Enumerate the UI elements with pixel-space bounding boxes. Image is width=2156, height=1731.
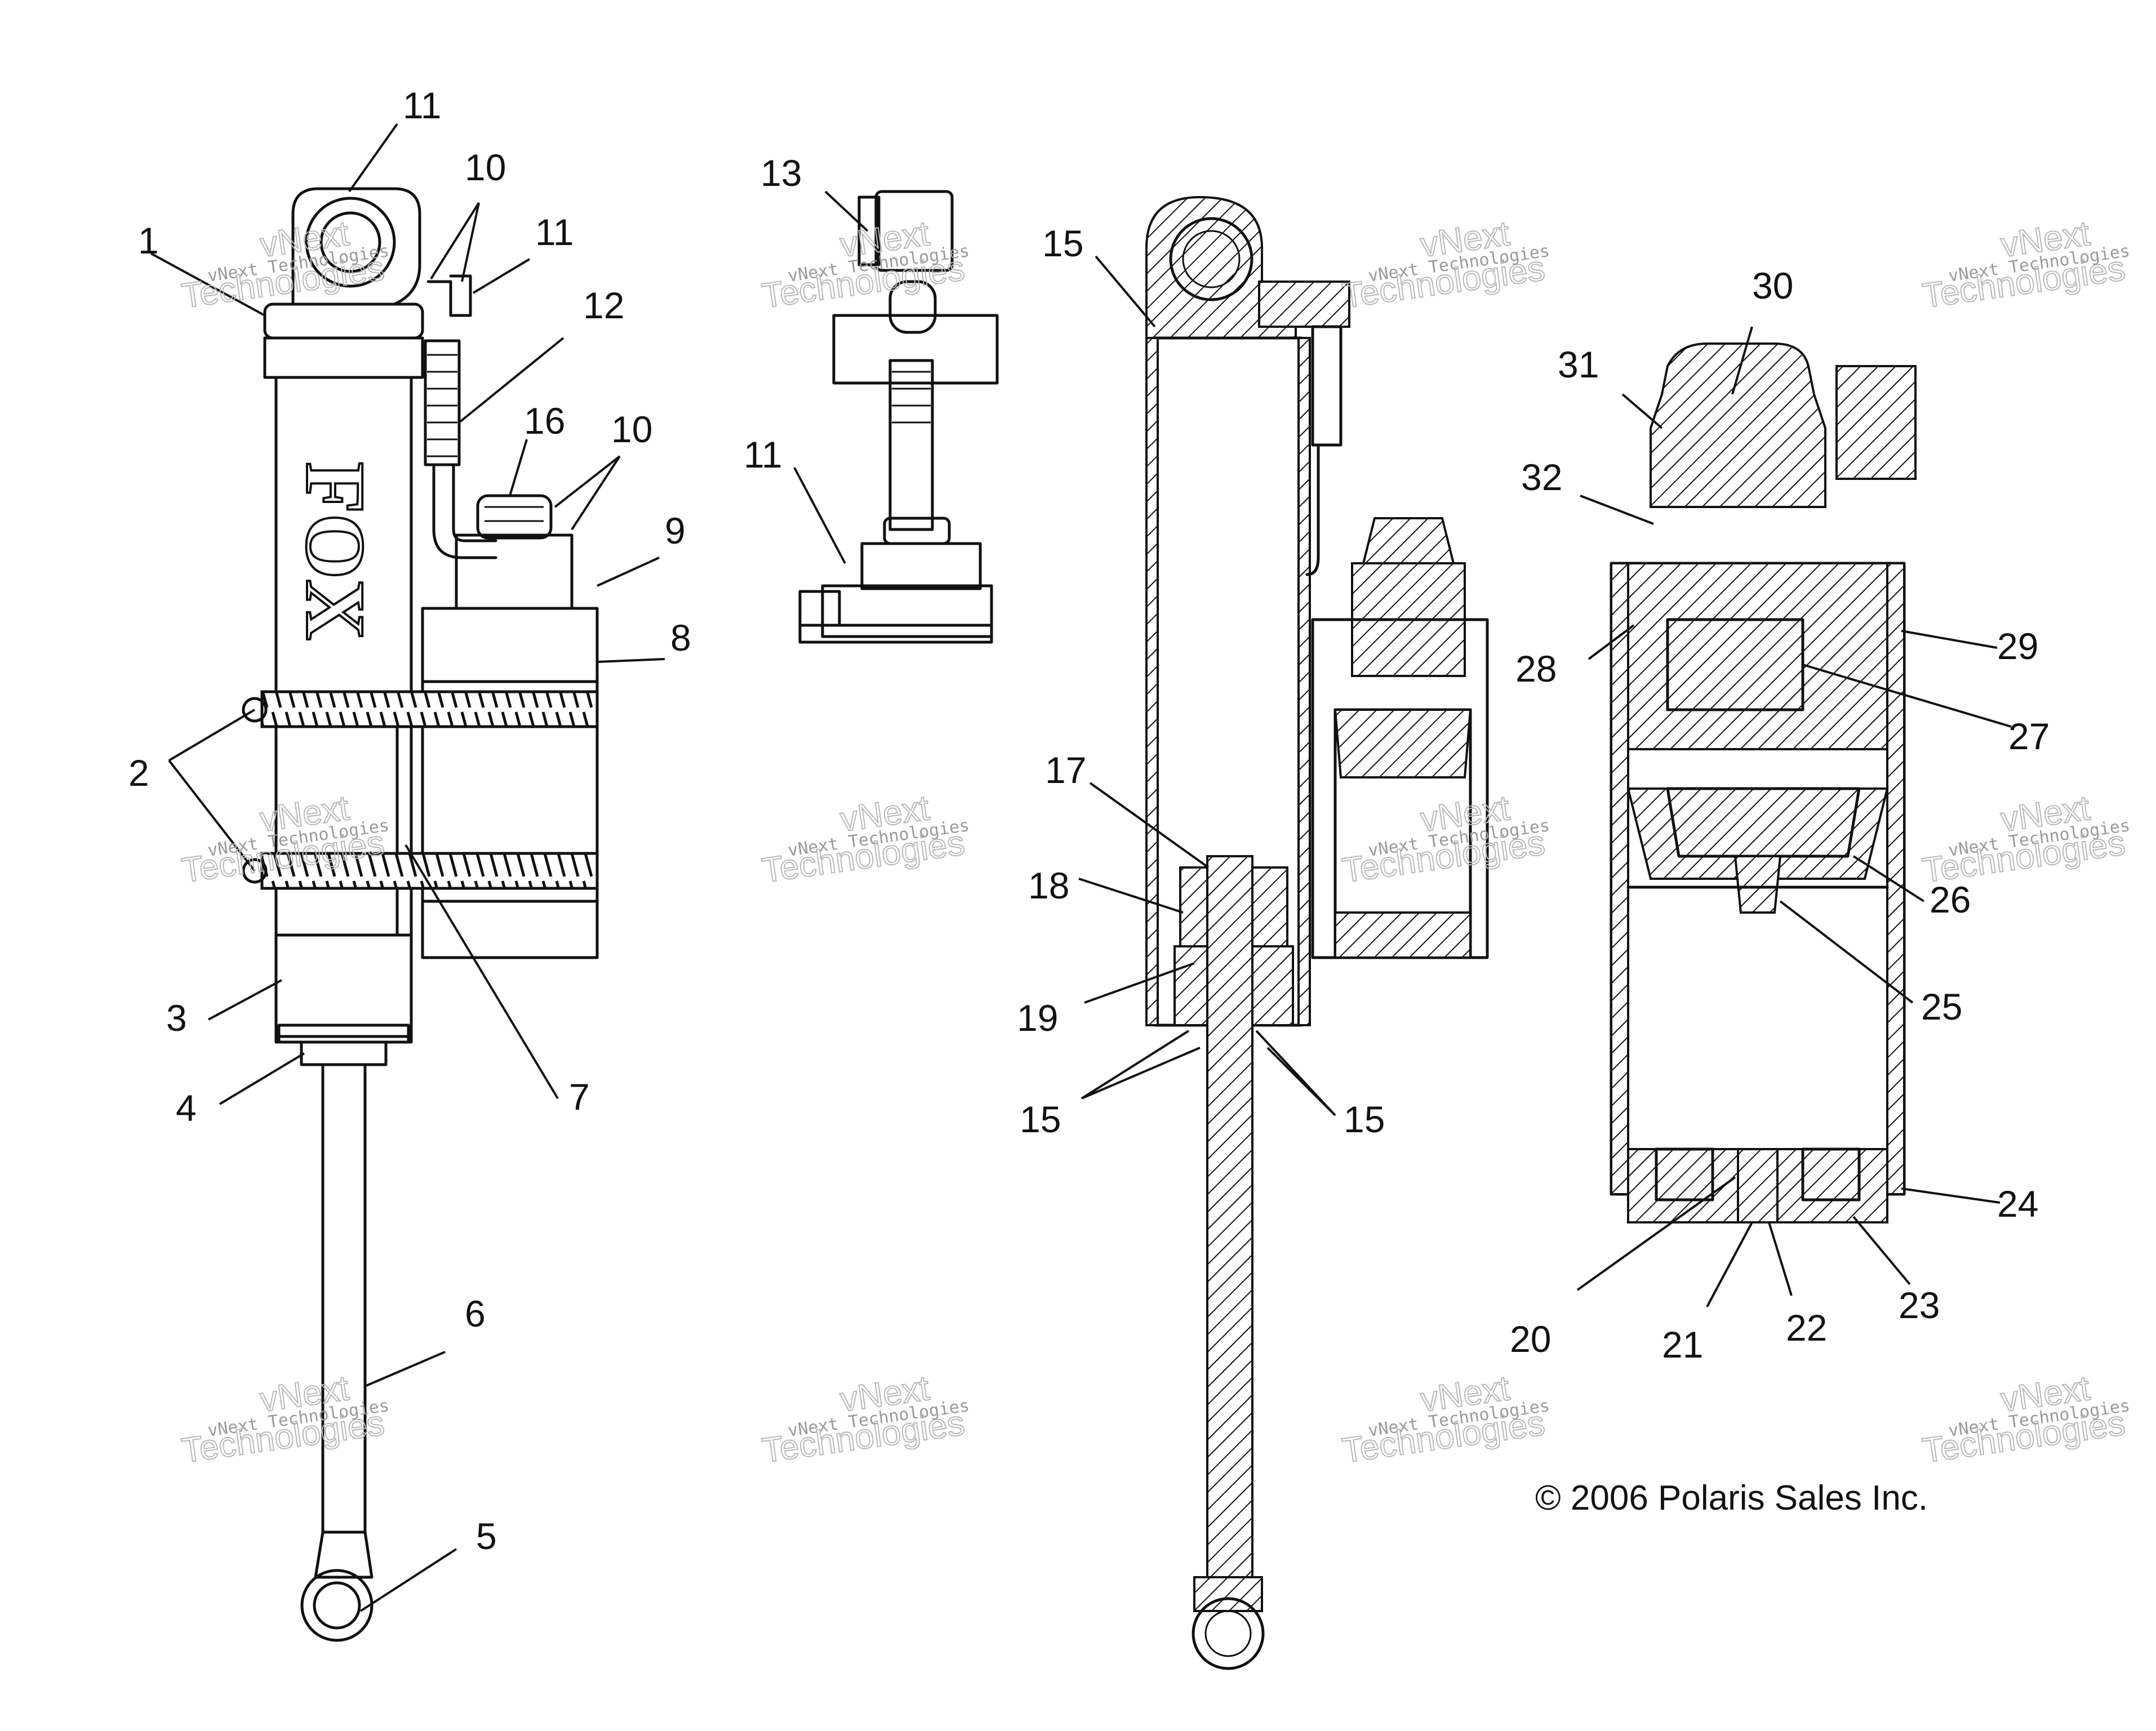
callout-14: 13 [761,152,802,194]
callout-7: 7 [569,1076,590,1118]
callout-4: 4 [176,1087,197,1129]
callout-16: 16 [524,400,565,442]
callout-11-mid: 11 [744,434,783,475]
callout-9: 9 [665,510,686,551]
top-eyelet [291,187,421,306]
callout-24: 24 [1997,1183,2038,1225]
callout-12: 12 [583,284,624,326]
reservoir-cap [263,302,424,379]
callout-numbers: 11 1 10 11 12 16 10 9 8 2 3 7 4 6 5 13 1… [128,84,2050,1557]
shock-cross-section [1145,195,1489,1670]
callout-13: 11 [403,84,442,126]
callout-11-left: 11 [535,211,574,253]
shaft [300,1040,388,1642]
reservoir-enlarged-section [1610,342,1917,1223]
callout-15-top: 15 [1042,223,1083,264]
callout-20: 20 [1510,1318,1551,1360]
reservoir [395,494,599,959]
copyright-notice: © 2006 Polaris Sales Inc. [1535,1479,1928,1518]
callout-30: 30 [1752,265,1793,306]
shock-exterior-view: FOX [242,187,599,1642]
callout-10-top: 10 [465,146,506,188]
callout-8: 8 [670,617,691,658]
callout-29: 29 [1997,625,2038,667]
callout-10-lower: 10 [611,408,652,450]
callout-25: 25 [1921,986,1962,1027]
callout-27: 27 [2008,715,2050,757]
main-body: FOX [274,376,413,1044]
callout-15-left: 15 [1020,1098,1061,1140]
callout-18: 18 [1028,865,1069,906]
callout-22: 22 [1786,1307,1827,1349]
callout-23: 23 [1899,1284,1940,1326]
callout-21: 21 [1662,1324,1703,1365]
leader-lines [150,123,2012,1612]
cross-section-reservoir [1311,517,1489,959]
hose-clamps [242,690,599,890]
callout-1: 1 [138,220,159,261]
callout-17: 17 [1045,749,1086,791]
callout-19: 19 [1017,997,1058,1039]
callout-28: 28 [1515,648,1557,689]
callout-26: 26 [1930,879,1971,920]
callout-15-right: 15 [1344,1098,1385,1140]
callout-31: 31 [1558,344,1599,385]
callout-3: 3 [166,997,187,1039]
brand-logo-text: FOX [288,462,382,640]
reservoir-head-view [798,190,999,644]
callout-5: 5 [476,1515,497,1557]
callout-32: 32 [1521,456,1562,498]
hose [424,274,497,559]
callout-2: 2 [128,752,149,794]
callout-6: 6 [465,1293,486,1334]
